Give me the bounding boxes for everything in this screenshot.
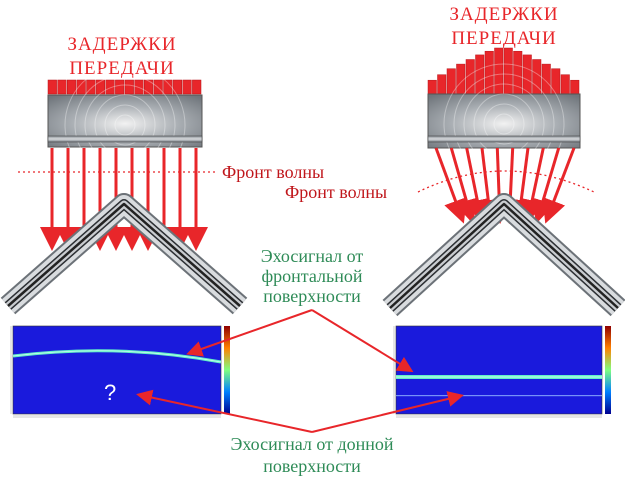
delay-bar	[115, 79, 125, 95]
delay-bar	[494, 47, 504, 95]
right-title-line2: ПЕРЕДАЧИ	[451, 28, 556, 49]
left-wavefront-label: Фронт волны	[222, 162, 324, 182]
right-delay-bars	[427, 47, 580, 95]
right-wavefront-label: Фронт волны	[285, 182, 387, 202]
bottom-echo-label-line2: поверхности	[263, 456, 361, 476]
arrow-to-left-bottom-echo	[136, 389, 313, 433]
delay-bar	[86, 79, 96, 95]
left-bscan: ?	[10, 325, 230, 418]
delay-bar	[192, 79, 202, 95]
delay-bar	[570, 79, 580, 95]
right-bottom-echo-trace	[396, 395, 602, 397]
delay-bar	[437, 74, 447, 95]
delay-bar	[153, 79, 163, 95]
delay-bar	[551, 68, 561, 95]
beam-arrow	[520, 147, 545, 224]
delay-bar	[144, 79, 154, 95]
delay-bar	[560, 74, 570, 95]
delay-bar	[475, 54, 485, 95]
delay-bar	[134, 79, 144, 95]
left-title-line1: ЗАДЕРЖКИ	[67, 34, 176, 55]
delay-bar	[522, 54, 532, 95]
delay-bar	[427, 79, 437, 95]
delay-bar	[163, 79, 173, 95]
left-probe	[47, 64, 203, 186]
delay-bar	[67, 79, 77, 95]
left-specimen	[0, 193, 248, 315]
right-title-line1: ЗАДЕРЖКИ	[449, 4, 558, 25]
arrow-to-left-front-echo	[186, 309, 313, 357]
delay-bar	[484, 50, 494, 95]
delay-bar	[105, 79, 115, 95]
left-colorbar	[224, 326, 230, 414]
left-unknown-mark: ?	[104, 380, 116, 405]
delay-bar	[503, 47, 513, 95]
front-echo-label-line2: фронтальной	[262, 266, 363, 286]
arrow-to-right-bottom-echo	[311, 391, 464, 433]
beam-arrow	[531, 147, 561, 224]
right-wavefront-line	[417, 170, 595, 193]
delay-bar	[76, 79, 86, 95]
annotation-arrows	[136, 309, 464, 433]
front-echo-label-line3: поверхности	[263, 286, 361, 306]
delay-bar	[182, 79, 192, 95]
right-probe	[427, 63, 581, 185]
delay-bar	[47, 79, 57, 95]
arrow-to-right-front-echo	[311, 309, 414, 373]
left-delay-bars	[47, 79, 202, 95]
beam-arrow	[542, 147, 576, 224]
left-title-line2: ПЕРЕДАЧИ	[69, 58, 174, 79]
beam-arrow	[434, 147, 467, 224]
delay-bar	[57, 79, 67, 95]
right-specimen	[382, 193, 625, 317]
delay-bar	[95, 79, 106, 95]
front-echo-label-line1: Эхосигнал от	[261, 246, 364, 266]
right-bscan	[393, 325, 611, 418]
delay-bar	[124, 79, 134, 95]
delay-bar	[172, 79, 183, 95]
bottom-echo-label-line1: Эхосигнал от донной	[230, 434, 393, 454]
right-colorbar	[605, 326, 611, 414]
right-beam-arrows	[434, 147, 576, 224]
